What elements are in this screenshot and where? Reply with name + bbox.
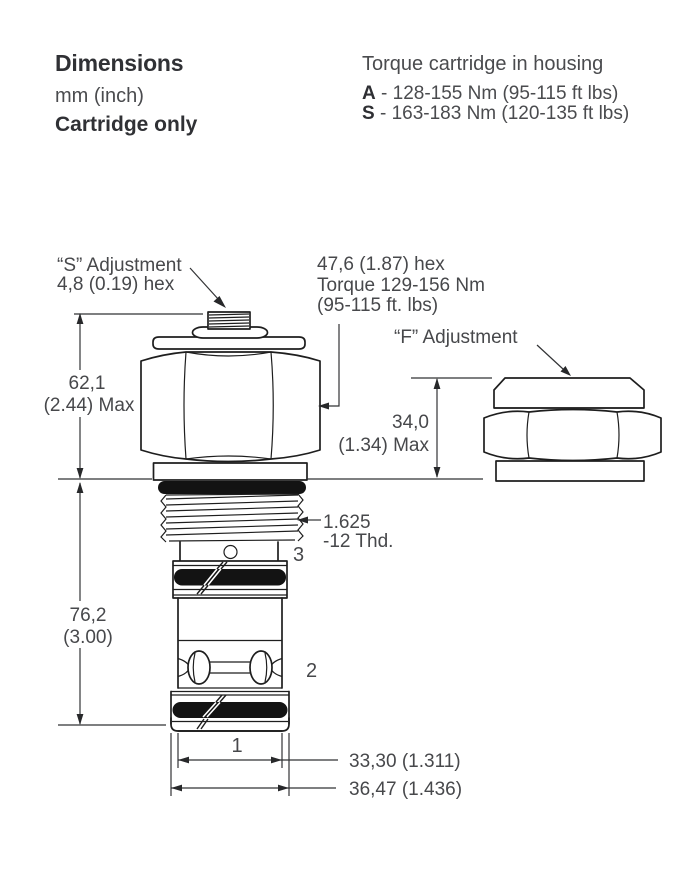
main-hex-body [140, 351, 321, 463]
main-cartridge [140, 311, 321, 732]
arrow-thread-leader [297, 516, 308, 524]
label-f-adjustment: “F” Adjustment [394, 327, 518, 348]
torque-row-s-key: S [362, 103, 375, 124]
label-hex-torque-line3: (95-115 ft. lbs) [317, 295, 438, 316]
arrow-s-leader [213, 296, 226, 308]
arrow-62-down [76, 468, 84, 479]
drawing-labels: “S” Adjustment 4,8 (0.19) hex 47,6 (1.87… [44, 254, 519, 800]
s-adjustment-screw [207, 311, 251, 330]
port-3-label: 3 [293, 544, 304, 566]
cap-plate [152, 336, 306, 350]
upper-seal-o-ring [174, 569, 286, 586]
label-thread-pitch: -12 Thd. [323, 531, 393, 552]
label-hex-torque-line2: Torque 129-156 Nm [317, 275, 485, 296]
dim-76-2-inch: (3.00) [63, 627, 113, 648]
arrow-62-up [76, 313, 84, 324]
arrow-76-down [76, 714, 84, 725]
arrow-torque-leader [318, 402, 329, 410]
f-base-band [495, 460, 645, 482]
arrow-76-up [76, 482, 84, 493]
arrow-3647-left [171, 784, 182, 792]
torque-row-a-key: A [362, 83, 376, 104]
torque-row-s-value: - 163-183 Nm (120-135 ft lbs) [379, 103, 630, 124]
metering-spool [177, 650, 283, 685]
upper-seal-land [172, 560, 288, 599]
dim-34-0-inch: (1.34) Max [338, 435, 429, 456]
dim-33-30: 33,30 (1.311) [349, 751, 461, 772]
arrow-34-down [433, 467, 441, 478]
port-3-hole [223, 544, 238, 560]
label-thread-size: 1.625 [323, 512, 371, 533]
port-1-label: 1 [231, 735, 242, 757]
arrow-3330-right [271, 756, 282, 764]
label-s-adjustment-line1: “S” Adjustment [57, 255, 182, 276]
bottom-seal-land [170, 690, 290, 732]
f-hex [483, 408, 662, 462]
cartridge-only-label: Cartridge only [55, 113, 198, 136]
arrow-3330-left [178, 756, 189, 764]
dim-76-2: 76,2 [70, 605, 107, 626]
f-adjustment-nut [483, 377, 662, 482]
dim-36-47: 36,47 (1.436) [349, 779, 462, 800]
lower-body [177, 597, 283, 689]
page-title: Dimensions [55, 50, 184, 76]
units-label: mm (inch) [55, 85, 144, 107]
torque-row-s: S - 163-183 Nm (120-135 ft lbs) [362, 103, 629, 125]
bottom-o-ring [172, 702, 288, 718]
port-2-label: 2 [306, 660, 317, 682]
torque-housing-title: Torque cartridge in housing [362, 53, 604, 75]
torque-row-a: A - 128-155 Nm (95-115 ft lbs) [362, 83, 618, 105]
f-cap [493, 377, 645, 409]
top-o-ring [158, 481, 306, 494]
arrow-34-up [433, 378, 441, 389]
thread-section [160, 493, 304, 543]
torque-row-a-value: - 128-155 Nm (95-115 ft lbs) [381, 83, 619, 104]
label-hex-torque-line1: 47,6 (1.87) hex [317, 254, 445, 275]
arrow-f-leader [560, 366, 571, 376]
label-s-adjustment-line2: 4,8 (0.19) hex [57, 274, 175, 295]
dim-62-1-inch: (2.44) Max [44, 395, 135, 416]
arrow-3647-right [278, 784, 289, 792]
port-3-neck [179, 541, 279, 562]
flange [152, 462, 308, 481]
dim-34-0: 34,0 [392, 412, 429, 433]
dimension-lines [58, 267, 564, 796]
dim-62-1: 62,1 [69, 373, 106, 394]
arrowheads [76, 296, 571, 792]
